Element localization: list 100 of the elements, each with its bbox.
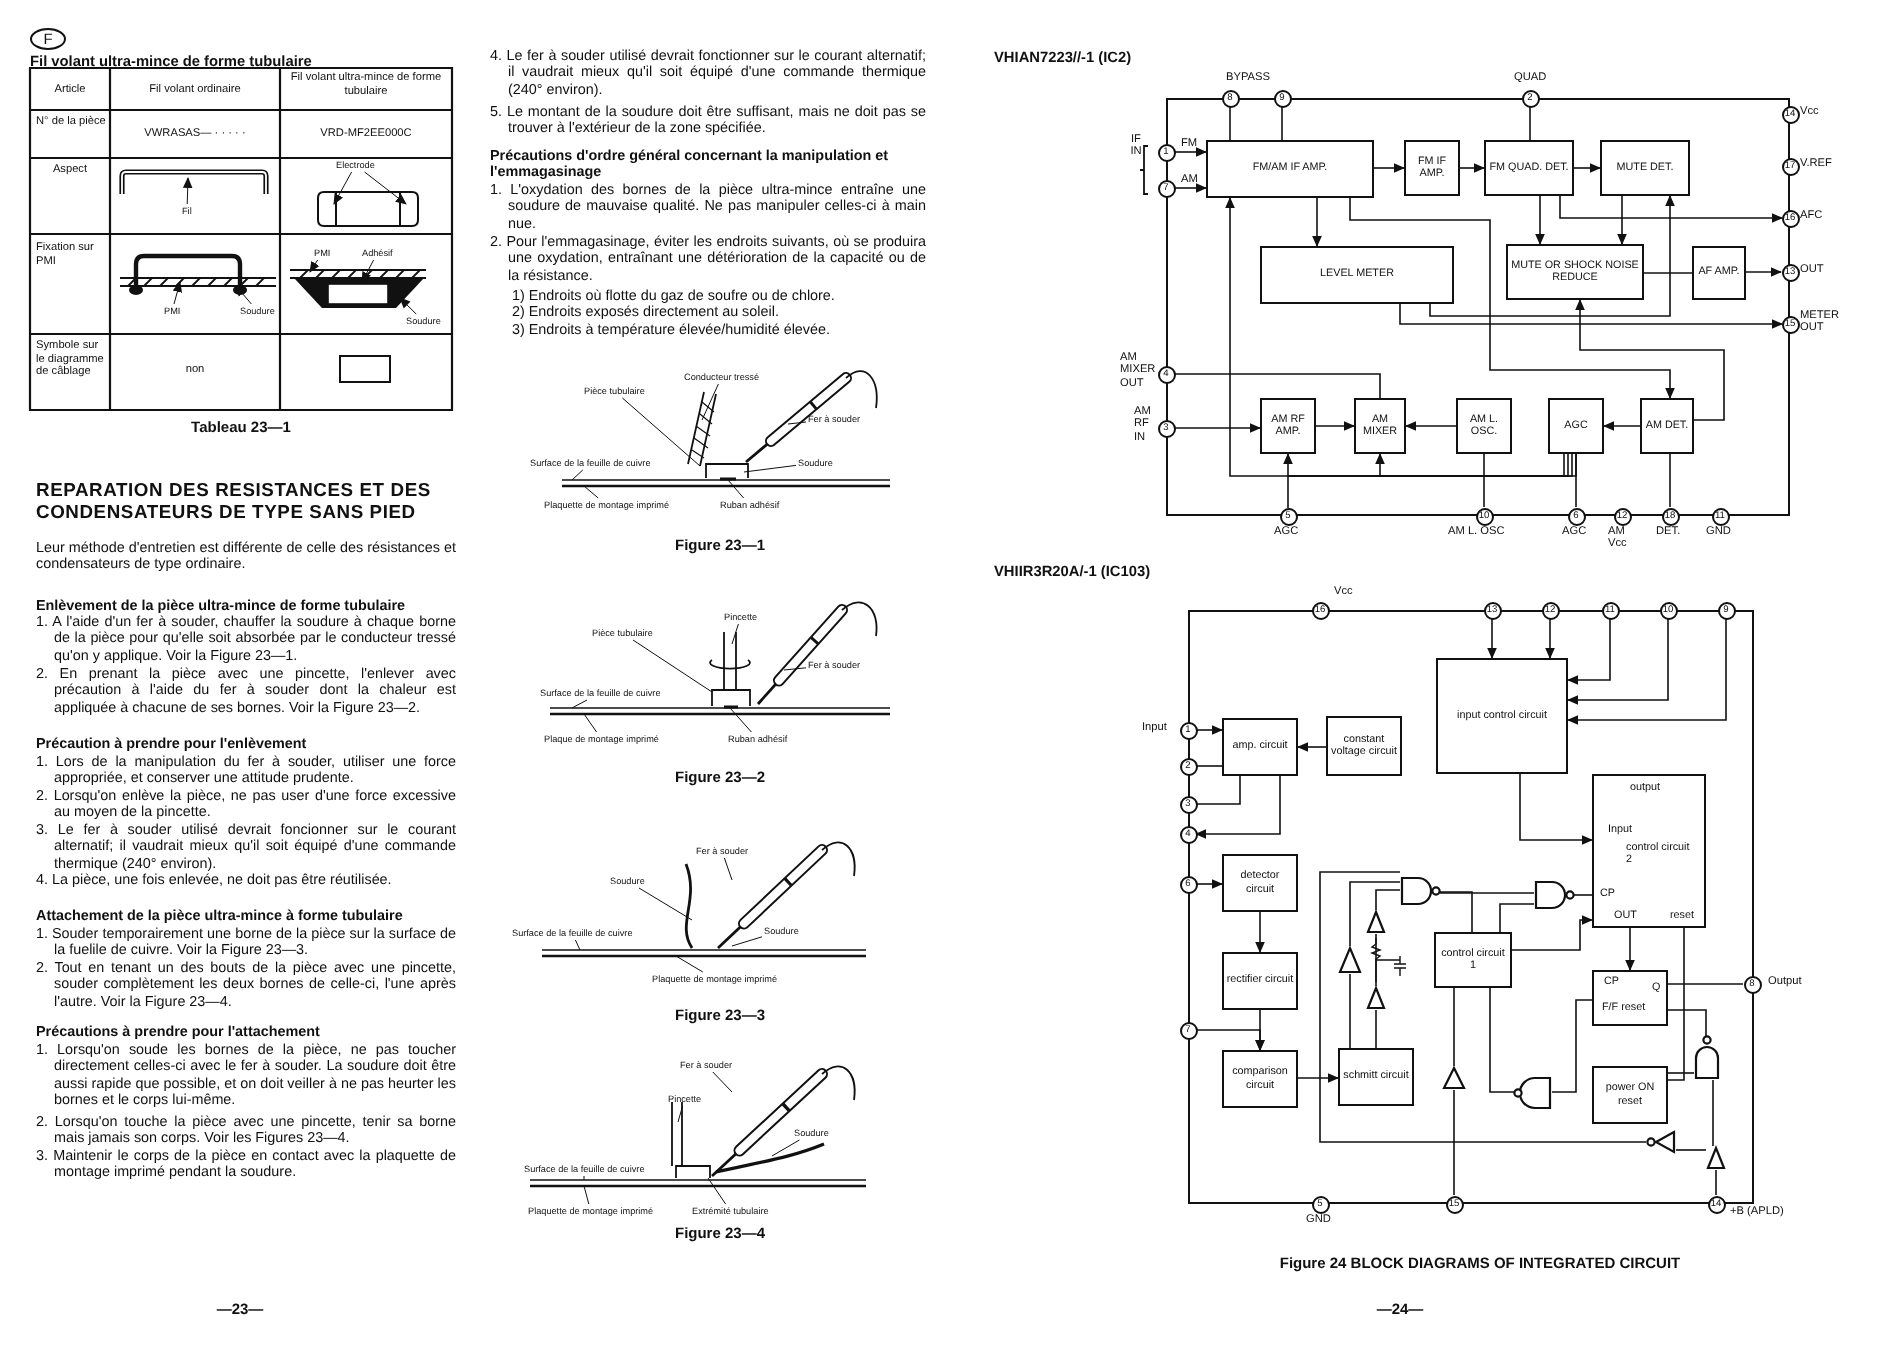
connector	[1349, 197, 1675, 399]
inverter-symbol	[1646, 1130, 1676, 1154]
connector	[1559, 195, 1783, 223]
connector	[1567, 617, 1727, 725]
nand-gate-symbol	[1694, 1036, 1720, 1080]
connector	[1196, 765, 1223, 767]
leader-line	[701, 383, 719, 421]
leader-line	[771, 1139, 800, 1157]
leader-line	[731, 936, 763, 947]
leader-line	[638, 887, 693, 921]
leader-line	[675, 955, 704, 973]
leader-line	[677, 1105, 684, 1123]
connector	[1567, 617, 1611, 685]
connector	[1625, 927, 1635, 971]
connector	[1573, 894, 1593, 896]
connector	[1483, 453, 1485, 508]
connector	[1519, 773, 1593, 845]
connector	[1667, 983, 1744, 985]
leader-line	[309, 259, 320, 273]
connector	[1229, 106, 1231, 141]
connector	[1287, 453, 1565, 509]
connector	[1373, 163, 1405, 173]
leader-line	[172, 281, 182, 305]
connector	[1459, 163, 1485, 173]
leader-line	[743, 464, 797, 473]
leader-line	[707, 1177, 727, 1205]
leader-line	[571, 699, 588, 709]
connector	[1255, 911, 1265, 953]
connector	[1174, 147, 1207, 157]
connector	[1196, 879, 1223, 889]
connector	[1529, 106, 1531, 141]
leader-line	[583, 485, 599, 499]
circuit-block	[1592, 774, 1706, 928]
leader-line	[712, 1071, 733, 1093]
connector	[1173, 373, 1381, 399]
connector	[1487, 618, 1497, 659]
connector	[1453, 1089, 1455, 1196]
connector	[1405, 421, 1457, 431]
connector	[1429, 195, 1675, 317]
connector	[1667, 1009, 1707, 1037]
leader-line	[632, 639, 713, 693]
leader-line	[583, 713, 598, 733]
leader-line	[621, 397, 701, 467]
connector	[1712, 1079, 1714, 1147]
connector	[1715, 1169, 1717, 1196]
connector	[1319, 871, 1647, 1143]
connector	[1399, 303, 1783, 329]
connector	[1281, 106, 1283, 141]
buffer-symbol	[1706, 1146, 1726, 1170]
connector	[1174, 423, 1261, 433]
connector	[1312, 197, 1322, 247]
connector	[1575, 299, 1725, 421]
connector	[1603, 421, 1641, 431]
connector	[1315, 421, 1355, 431]
connector	[1643, 272, 1693, 274]
buffer-symbol	[1442, 1066, 1466, 1090]
connector	[1439, 891, 1473, 933]
leader-line	[787, 421, 807, 425]
connector	[1567, 617, 1669, 705]
connector	[1551, 999, 1593, 1093]
connector	[1489, 987, 1515, 1093]
connector	[1349, 973, 1351, 1049]
connector	[1453, 987, 1455, 1067]
connector	[1573, 163, 1601, 173]
leader-line	[182, 177, 193, 205]
leader-line	[571, 469, 584, 481]
connector	[1174, 183, 1207, 193]
leader-line	[723, 857, 733, 881]
buffer-symbol	[1366, 910, 1386, 934]
connector	[1283, 453, 1577, 477]
connector	[1297, 1073, 1339, 1083]
leader-line	[399, 297, 417, 315]
buffer-symbol	[1366, 986, 1386, 1010]
connector	[1375, 933, 1377, 987]
connector	[1667, 927, 1685, 1081]
leader-line	[574, 939, 581, 951]
connector	[1195, 775, 1281, 839]
section-heading: REPARATION DES RESISTANCES ET DES CONDENSATEURS DE TYPE SANS PIED	[36, 480, 433, 523]
leader-line	[729, 707, 752, 733]
connector	[1667, 1072, 1695, 1074]
connector	[1545, 618, 1555, 659]
circuit-block	[1592, 970, 1668, 1026]
connector	[1511, 915, 1593, 951]
leader-line	[333, 171, 353, 205]
connector	[1297, 742, 1327, 752]
leader-line	[583, 1185, 590, 1205]
connector	[1195, 775, 1241, 805]
nand-gate-symbol	[1400, 876, 1440, 906]
connector	[1375, 453, 1573, 477]
connector	[1439, 892, 1535, 894]
connector	[1349, 881, 1401, 947]
connector	[1375, 889, 1401, 911]
connector	[1669, 453, 1671, 508]
connector	[1375, 1009, 1377, 1049]
connector	[1675, 1149, 1707, 1151]
nand-gate-symbol	[1514, 1076, 1552, 1110]
leader-line	[364, 171, 407, 205]
connector	[1535, 195, 1545, 245]
connector	[1745, 267, 1782, 277]
connector	[1196, 725, 1223, 735]
